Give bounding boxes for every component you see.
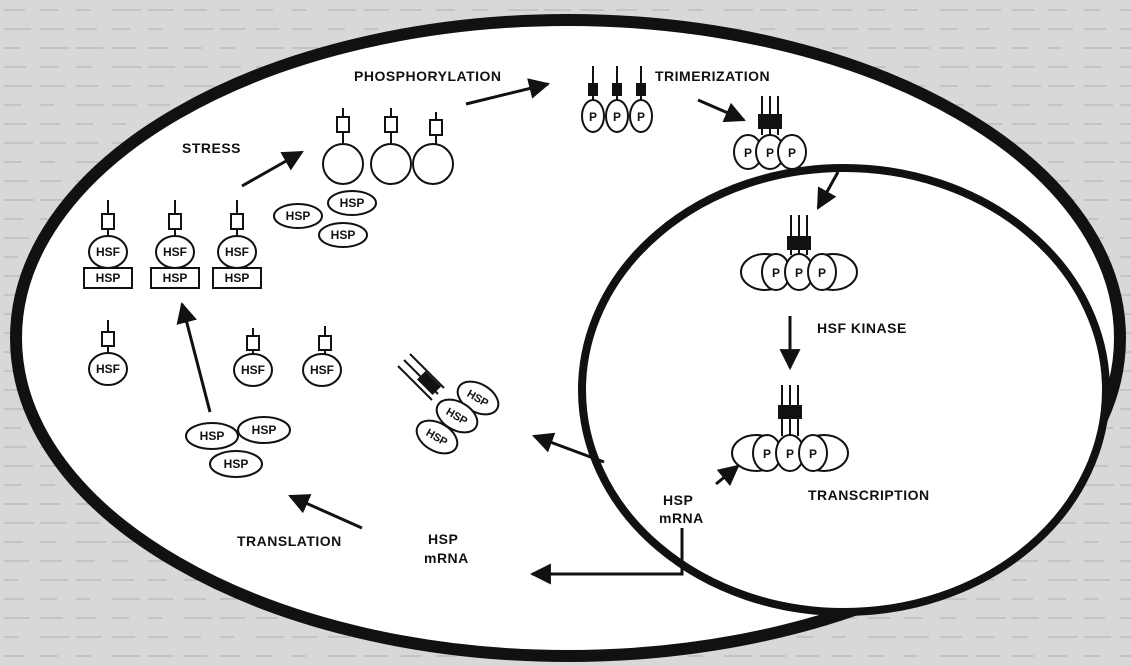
stress-label: STRESS: [182, 140, 241, 156]
hsp-label: HSP: [225, 271, 250, 285]
hsp-label: HSP: [96, 271, 121, 285]
phospho-label: P: [766, 146, 774, 160]
translation-label: TRANSLATION: [237, 533, 342, 549]
phospho-label: P: [589, 110, 597, 124]
phospho-label: P: [613, 110, 621, 124]
hsp-label: HSP: [224, 457, 249, 471]
hsp-label: HSP: [200, 429, 225, 443]
phospho-label: P: [786, 447, 794, 461]
phospho-label: P: [818, 266, 826, 280]
phospho-label: P: [763, 447, 771, 461]
nucleus: [582, 168, 1106, 612]
trimerization-label: TRIMERIZATION: [655, 68, 770, 84]
phospho-label: P: [795, 266, 803, 280]
hsf-label: HSF: [241, 363, 265, 377]
phospho-label: P: [772, 266, 780, 280]
cytoplasmic-mrna-label-bottom: mRNA: [424, 550, 469, 566]
hsf-label: HSF: [225, 245, 249, 259]
transcription-label: TRANSCRIPTION: [808, 487, 930, 503]
phosphorylated-hsf-monomers: P P P: [582, 66, 652, 132]
hsp-label: HSP: [252, 423, 277, 437]
phospho-label: P: [809, 447, 817, 461]
hsf-label: HSF: [96, 245, 120, 259]
phospho-label: P: [788, 146, 796, 160]
phospho-label: P: [744, 146, 752, 160]
hsf-label: HSF: [310, 363, 334, 377]
hsf-label: HSF: [96, 362, 120, 376]
hsp-label: HSP: [163, 271, 188, 285]
hsp-label: HSP: [340, 196, 365, 210]
hsp-label: HSP: [331, 228, 356, 242]
phospho-label: P: [637, 110, 645, 124]
cytoplasmic-mrna-label-top: HSP: [428, 531, 458, 547]
hsf-kinase-label: HSF KINASE: [817, 320, 907, 336]
hsf-monomers-released: [323, 108, 453, 184]
nuclear-mrna-label-top: HSP: [663, 492, 693, 508]
phosphorylation-label: PHOSPHORYLATION: [354, 68, 502, 84]
nuclear-mrna-label-bottom: mRNA: [659, 510, 704, 526]
hsf-label: HSF: [163, 245, 187, 259]
hsp-label: HSP: [286, 209, 311, 223]
